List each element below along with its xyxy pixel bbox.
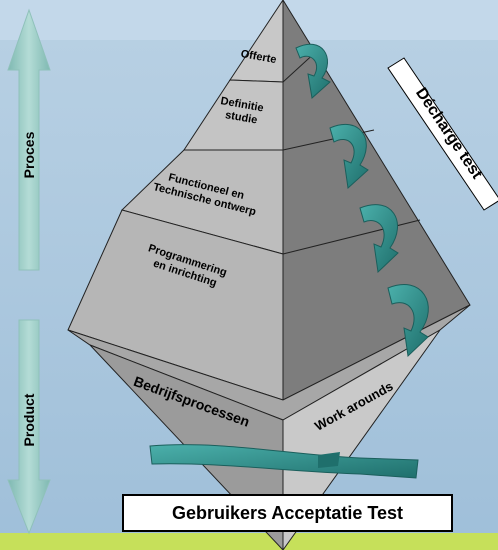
top-band (0, 0, 498, 40)
teal-arrow-4 (387, 284, 429, 358)
proces-side-arrow (7, 8, 51, 271)
proces-label: Proces (21, 131, 37, 178)
teal-arrow-3 (359, 204, 399, 274)
decharge-box (387, 57, 498, 211)
product-side-arrow (7, 319, 51, 535)
label-definitie: Definitie studie (217, 95, 267, 128)
acceptance-test-label: Gebruikers Acceptatie Test (171, 502, 404, 523)
long-teal-arrow (149, 444, 419, 479)
teal-arrow-1 (295, 43, 331, 99)
bottom-strip (0, 533, 498, 550)
teal-arrow-2 (329, 123, 369, 189)
acceptance-test-box: Gebruikers Acceptatie Test (122, 494, 453, 532)
product-label: Product (21, 393, 37, 446)
